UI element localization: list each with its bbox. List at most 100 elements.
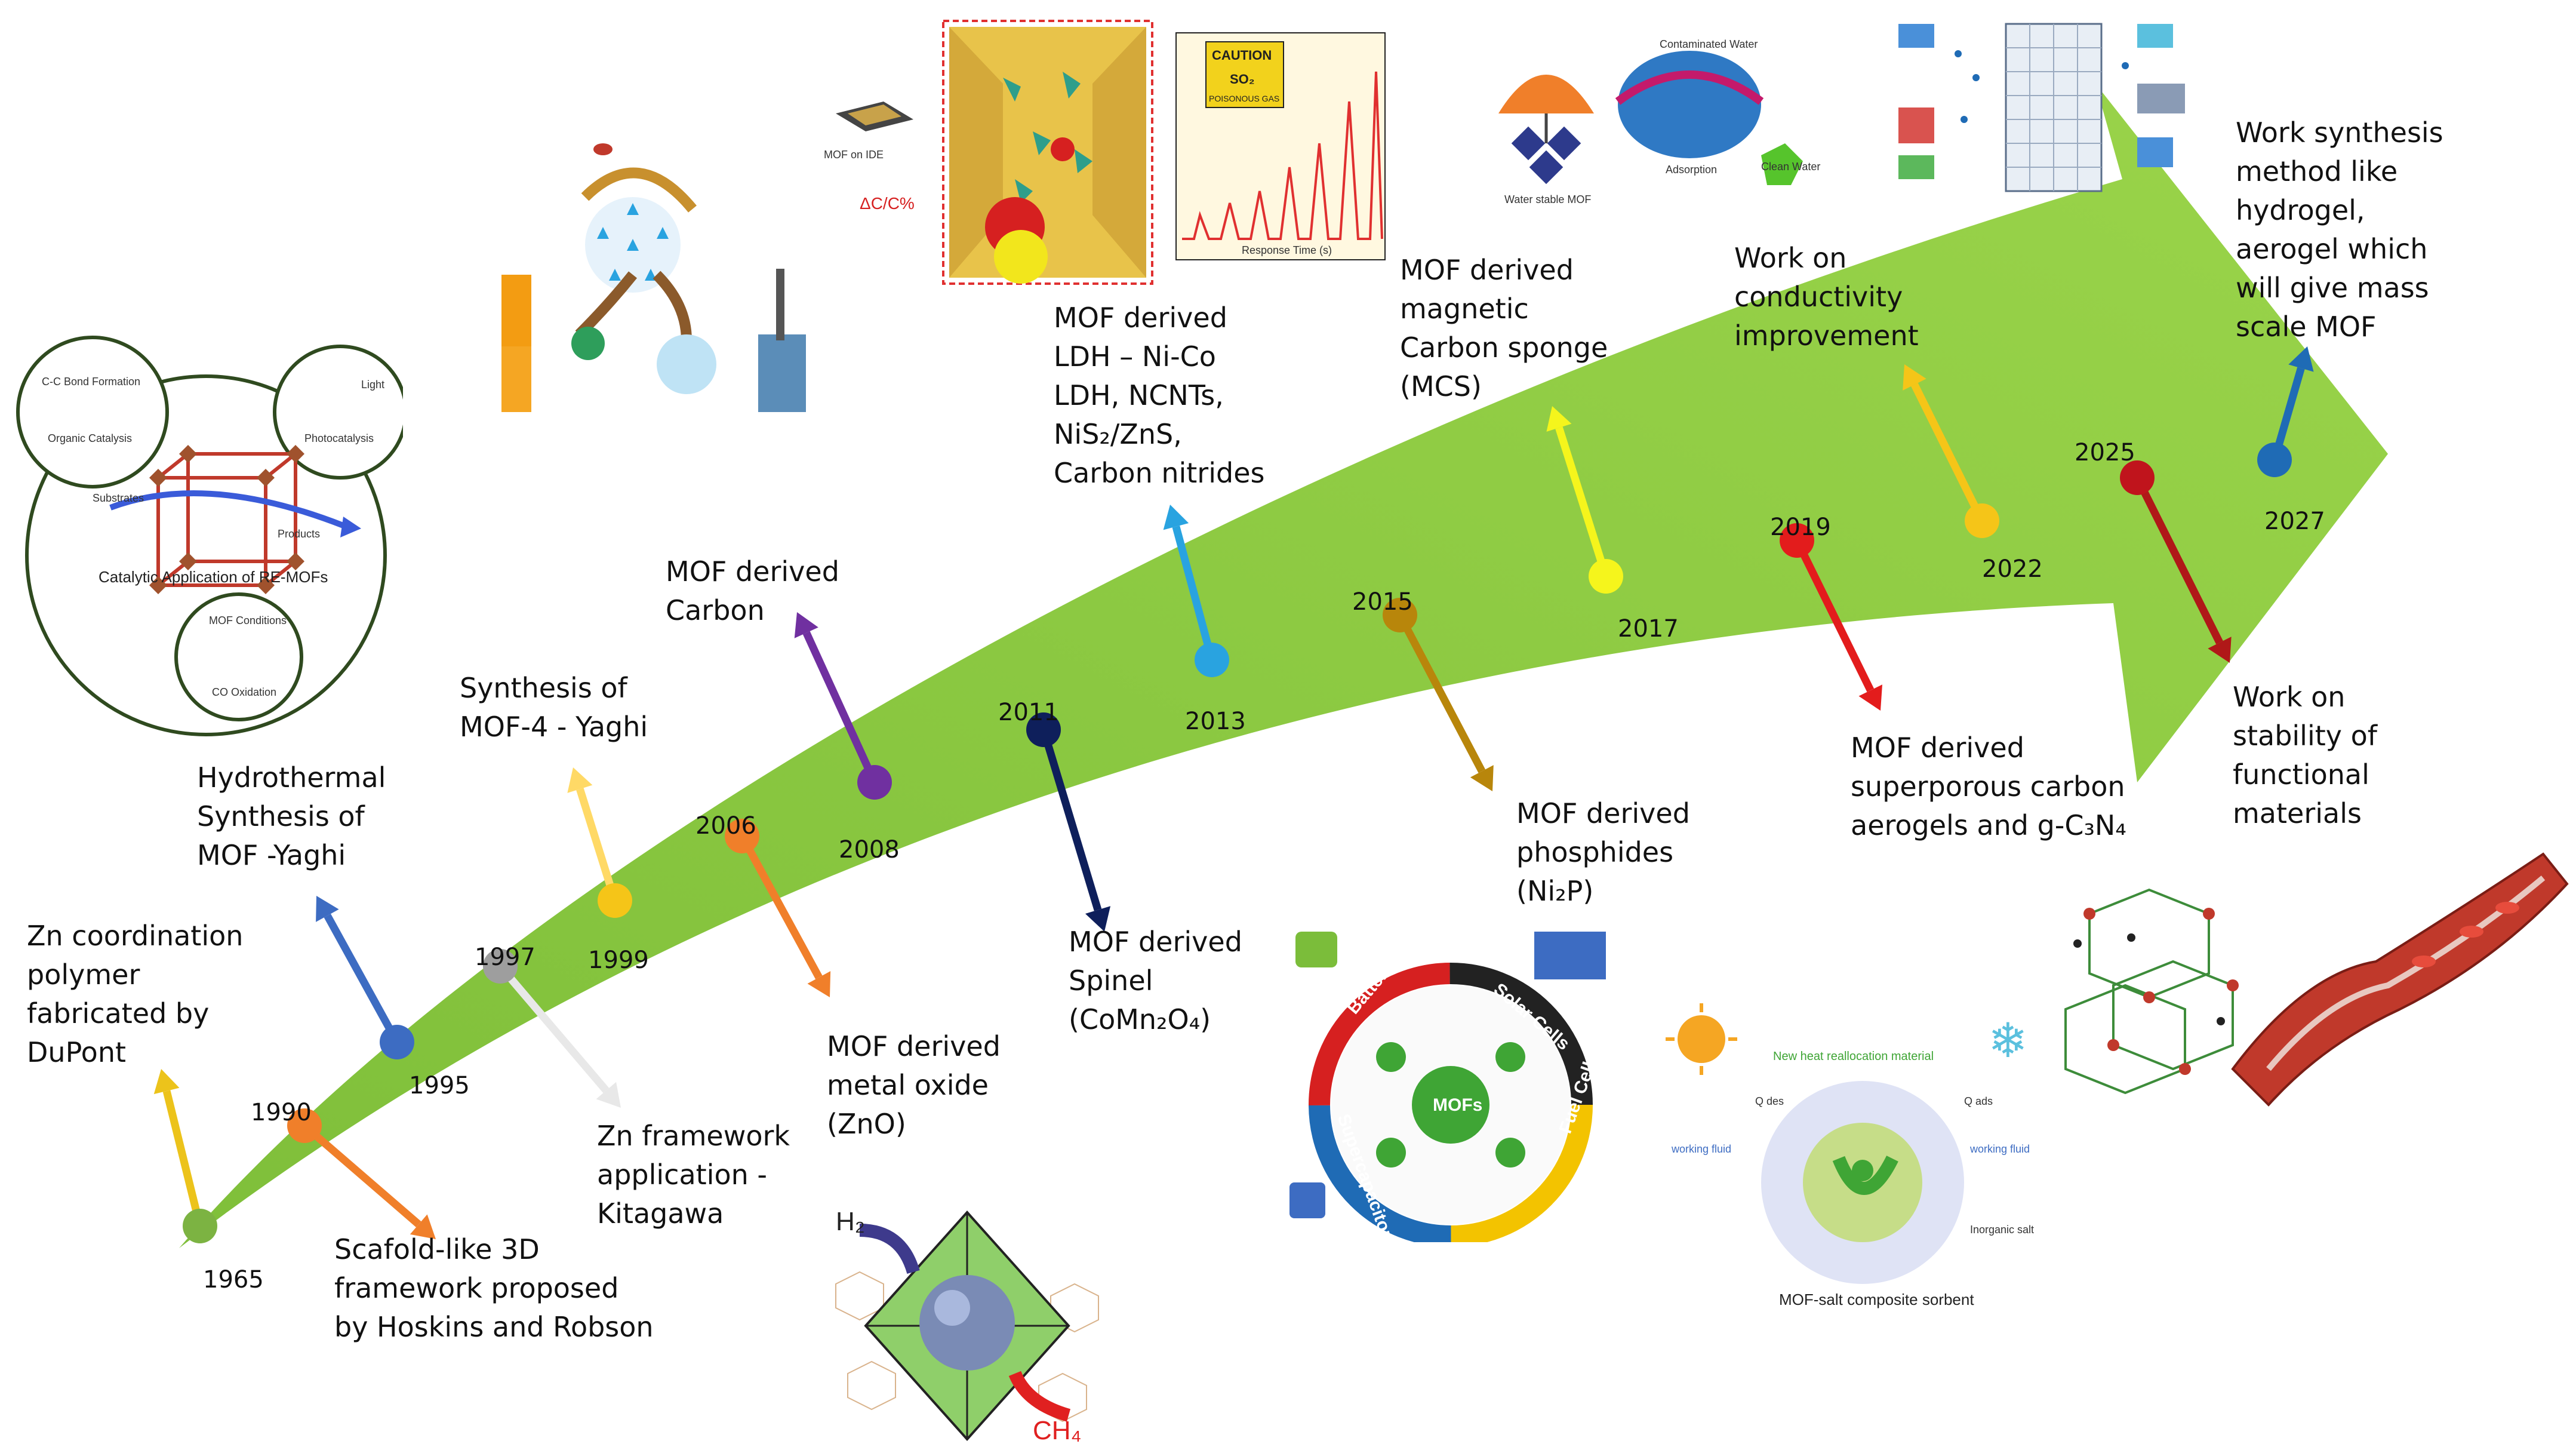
- event-arrowhead-1965: [153, 1069, 180, 1095]
- event-label: Zn coordination polymer fabricated by Du…: [27, 920, 244, 1068]
- catalysis-photo: Photocatalysis: [304, 432, 374, 444]
- event-marker-1995: [316, 896, 414, 1059]
- methane-ch4: CH₄: [1033, 1416, 1082, 1445]
- event-arrowhead-1997: [596, 1082, 621, 1108]
- event-label: MOF derived superporous carbon aerogels …: [1851, 732, 2126, 841]
- event-arrowhead-1995: [316, 896, 339, 922]
- event-arrow-2017: [1555, 426, 1610, 577]
- event-marker-2011: [1026, 712, 1111, 932]
- event-label: MOF derived phosphides (Ni₂P): [1516, 797, 1690, 907]
- event-year: 2013: [1185, 708, 1246, 735]
- event-arrowhead-1999: [567, 767, 593, 793]
- event-dot-2025: [2120, 460, 2155, 495]
- catalysis-substrates: Substrates: [93, 492, 144, 504]
- sorbent-qdes: Q des: [1755, 1095, 1784, 1107]
- catalysis-title: Catalytic Application of RE-MOFs: [99, 568, 328, 586]
- event-label: MOF derived Carbon: [666, 555, 839, 626]
- event-arrow-2015: [1396, 613, 1486, 773]
- event-arrowhead-2015: [1470, 765, 1494, 791]
- catalysis-illustration: Substrates Products C-C Bond Formation O…: [16, 336, 403, 736]
- event-dot-1999: [598, 883, 632, 918]
- event-dot-2008: [857, 765, 892, 800]
- event-label: Scafold-like 3D framework proposed by Ho…: [334, 1233, 654, 1343]
- event-arrowhead-2008: [794, 612, 818, 638]
- event-label: MOF derived LDH – Ni-Co LDH, NCNTs, NiS₂…: [1054, 302, 1265, 489]
- sorbent-working-right: working fluid: [1969, 1143, 2030, 1155]
- event-dot-2022: [1965, 503, 1999, 538]
- event-year: 1997: [475, 944, 535, 971]
- sorbent-illustration: ❄ New heat reallocation material Q des Q…: [1666, 1003, 2034, 1308]
- sorbent-title: MOF-salt composite sorbent: [1779, 1291, 1974, 1308]
- event-arrowhead-2025: [2208, 637, 2232, 663]
- sensor-poison: POISONOUS GAS: [1209, 94, 1279, 103]
- sensor-caution: CAUTION: [1212, 48, 1272, 63]
- event-arrow-1965: [162, 1090, 204, 1227]
- event-dot-1990: [287, 1108, 322, 1143]
- event-year: 1995: [409, 1072, 470, 1099]
- so2-sensor-illustration: MOF on IDE ΔC/C% CAUTION SO₂ POISONOUS G…: [824, 20, 1386, 285]
- event-dot-2013: [1195, 643, 1229, 677]
- event-label: Hydrothermal Synthesis of MOF -Yaghi: [197, 761, 386, 871]
- event-marker-2022: [1903, 364, 1999, 538]
- h2-ch4-illustration: H₂ CH₄: [835, 1207, 1099, 1445]
- water-stable-mof: Water stable MOF: [1504, 193, 1591, 205]
- event-arrow-2013: [1172, 526, 1216, 661]
- event-dot-2027: [2257, 443, 2292, 477]
- event-arrow-2008: [802, 631, 878, 784]
- event-marker-2013: [1163, 505, 1229, 677]
- event-marker-2019: [1780, 523, 1882, 711]
- gas-capture-illustration: [501, 143, 806, 412]
- sorbent-inorganic: Inorganic salt: [1970, 1224, 2034, 1236]
- event-label: MOF derived Spinel (CoMn₂O₄): [1069, 926, 1242, 1036]
- event-marker-2027: [2257, 346, 2314, 477]
- water-clean: Clean Water: [1761, 161, 1820, 173]
- event-year: 2025: [2075, 439, 2135, 466]
- event-label: Work on stability of functional material…: [2233, 681, 2377, 830]
- event-marker-2015: [1383, 598, 1494, 791]
- event-arrow-1997: [497, 963, 610, 1093]
- event-year: 2006: [695, 812, 756, 840]
- sorbent-top: New heat reallocation material: [1773, 1050, 1934, 1063]
- event-year: 2022: [1982, 555, 2043, 583]
- sensor-so2: SO₂: [1230, 72, 1255, 87]
- energy-center: MOFs: [1433, 1095, 1482, 1115]
- event-dot-2019: [1780, 523, 1814, 558]
- catalysis-products: Products: [278, 528, 320, 540]
- event-dot-2015: [1383, 598, 1417, 632]
- framework-vessel-illustration: [2064, 852, 2569, 1107]
- event-dot-1965: [183, 1209, 217, 1243]
- event-marker-2008: [794, 612, 892, 800]
- event-label: Work synthesis method like hydrogel, aer…: [2236, 116, 2443, 343]
- methane-h2: H₂: [836, 1207, 865, 1236]
- event-year: 1999: [588, 947, 649, 974]
- event-arrow-1990: [301, 1123, 421, 1228]
- event-dot-1995: [380, 1025, 414, 1059]
- event-dot-2006: [725, 819, 759, 853]
- event-label: Work on conductivity improvement: [1734, 242, 1919, 352]
- event-arrow-2022: [1911, 383, 1986, 523]
- water-adsorption: Adsorption: [1666, 164, 1717, 176]
- event-marker-1965: [153, 1069, 217, 1243]
- event-arrowhead-2019: [1858, 684, 1882, 711]
- event-year: 2017: [1618, 615, 1679, 643]
- applications-illustration: [1898, 23, 2185, 192]
- event-arrow-1999: [576, 788, 619, 902]
- event-marker-2006: [725, 819, 831, 997]
- event-arrow-2025: [2134, 476, 2223, 644]
- event-marker-1990: [287, 1108, 436, 1239]
- event-year: 2011: [998, 699, 1059, 726]
- event-year: 1990: [251, 1099, 312, 1126]
- event-dot-1997: [483, 949, 518, 984]
- catalysis-co-top: MOF Conditions: [209, 615, 287, 626]
- sensor-mof-on-ide: MOF on IDE: [824, 149, 884, 161]
- sorbent-working-left: working fluid: [1671, 1143, 1731, 1155]
- sensor-xlabel: Response Time (s): [1242, 244, 1332, 256]
- event-arrow-2011: [1039, 729, 1102, 911]
- event-label: MOF derived metal oxide (ZnO): [827, 1030, 1001, 1140]
- event-year: 2019: [1770, 514, 1831, 541]
- catalysis-organic-top: C-C Bond Formation: [42, 376, 140, 388]
- event-arrowhead-2006: [807, 971, 831, 997]
- event-year: 2015: [1352, 588, 1413, 616]
